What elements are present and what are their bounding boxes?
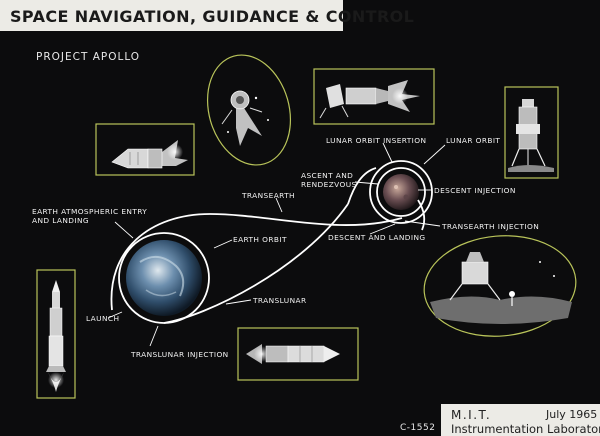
label-descent-and-landing: DESCENT AND LANDING [328, 233, 426, 242]
csm-vignette [95, 123, 195, 176]
lunar-orbit-path [369, 160, 433, 224]
frame-border [206, 54, 292, 166]
label-earth-entry: EARTH ATMOSPHERIC ENTRY [32, 207, 147, 216]
earth-icon [126, 240, 202, 316]
frame-border [237, 327, 359, 381]
frame-border [36, 269, 76, 399]
institution-name: M.I.T. [451, 408, 492, 422]
label-transearth-injection: TRANSEARTH INJECTION [441, 222, 539, 231]
transearth-trajectory-path [209, 213, 403, 226]
catalog-number: C-1552 [400, 423, 436, 433]
leader-lines [107, 142, 446, 347]
label-translunar-injection: TRANSLUNAR INJECTION [130, 350, 229, 359]
command-service-module-icon [111, 140, 188, 169]
lunar-arrival-path [347, 167, 377, 205]
label-and-landing: AND LANDING [32, 216, 89, 225]
frame-border [313, 68, 435, 125]
translunar-spacecraft-icon [246, 344, 340, 364]
moon-icon [383, 174, 419, 210]
laboratory-name: Instrumentation Laboratory [451, 422, 600, 436]
label-translunar: TRANSLUNAR [252, 296, 307, 305]
descent-landing-path [417, 199, 426, 231]
title-banner: SPACE NAVIGATION, GUIDANCE & CONTROL [0, 0, 414, 31]
label-lunar-orbit: LUNAR ORBIT [446, 136, 500, 145]
publication-date: July 1965 [546, 408, 598, 421]
project-subtitle: PROJECT APOLLO [36, 51, 141, 63]
translunar-trajectory-path [163, 203, 349, 324]
label-earth-orbit: EARTH ORBIT [233, 235, 287, 244]
label-descent-injection: DESCENT INJECTION [434, 186, 516, 195]
descent-orbit-path [376, 167, 426, 217]
lunar-module-standing-icon [508, 99, 554, 172]
mit-credit-box: M.I.T. July 1965 Instrumentation Laborat… [441, 404, 600, 436]
earth-entry-path [110, 213, 211, 311]
frame-border [95, 123, 195, 176]
lunar-module-oval-vignette [206, 54, 292, 166]
saturn-v-rocket-icon [46, 280, 66, 392]
translunar-csm-vignette [237, 327, 359, 381]
label-transearth: TRANSEARTH [241, 191, 295, 200]
label-rendezvous: RENDEZVOUS [301, 180, 357, 189]
label-lunar-orbit-insertion: LUNAR ORBIT INSERTION [326, 136, 426, 145]
label-ascent: ASCENT AND [301, 171, 353, 180]
docking-vignette [313, 68, 435, 125]
diagram-title: SPACE NAVIGATION, GUIDANCE & CONTROL [10, 7, 415, 26]
lm-ascent-vignette [504, 86, 559, 179]
lunar-surface-oval-vignette [423, 235, 577, 337]
label-launch: LAUNCH [86, 314, 119, 323]
lunar-module-icon [221, 90, 269, 146]
trajectory-paths [110, 160, 433, 324]
csm-lm-docking-icon [319, 80, 420, 119]
frame-border [504, 86, 559, 179]
saturn-rocket-vignette [36, 269, 76, 399]
lunar-landing-scene-icon [430, 252, 572, 324]
frame-border [423, 235, 577, 337]
